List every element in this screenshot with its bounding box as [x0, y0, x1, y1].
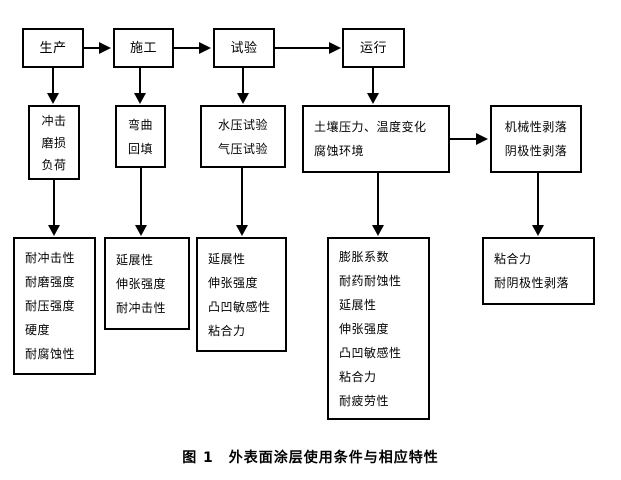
property-box-pressure-properties: 延展性 伸张强度 凸凹敏感性 粘合力 [196, 237, 287, 352]
property-line: 耐磨强度 [25, 275, 76, 289]
condition-line: 磨损 [41, 135, 67, 150]
property-line: 膨胀系数 [339, 249, 390, 264]
arrow-disbondment-down [532, 225, 544, 236]
stage-label: 运行 [359, 40, 387, 56]
condition-line: 冲击 [41, 113, 67, 128]
connector-disbondment-down [537, 173, 539, 227]
connector-impact-down [53, 180, 55, 227]
stage-box-production: 生产 [22, 28, 84, 68]
figure-caption: 图 1 外表面涂层使用条件与相应特性 [182, 450, 439, 466]
condition-line: 腐蚀环境 [314, 144, 365, 158]
arrow-construction-down [134, 93, 146, 104]
connector-pressure-down [241, 168, 243, 227]
condition-line: 气压试验 [217, 141, 268, 156]
arrow-operation-down [367, 93, 379, 104]
condition-box-bending-backfill: 弯曲 回填 [115, 105, 166, 168]
stage-label: 试验 [230, 40, 258, 56]
property-line: 延展性 [339, 297, 377, 312]
arrow-impact-down [48, 225, 60, 236]
connector-construction-to-testing [174, 47, 201, 49]
property-line: 硬度 [25, 323, 51, 337]
connector-testing-down [242, 68, 244, 95]
property-line: 耐冲击性 [25, 251, 76, 265]
stage-box-testing: 试验 [213, 28, 275, 68]
condition-line: 负荷 [41, 157, 67, 172]
connector-soil-down [377, 173, 379, 227]
property-line: 伸张强度 [339, 321, 390, 336]
condition-line: 水压试验 [217, 117, 268, 132]
connector-soil-to-disbondment [450, 138, 478, 140]
connector-production-to-construction [84, 47, 101, 49]
property-line: 耐药耐蚀性 [339, 273, 402, 288]
property-line: 粘合力 [339, 369, 377, 384]
condition-line: 回填 [127, 141, 153, 156]
stage-label: 施工 [129, 40, 157, 56]
arrow-production-to-construction [99, 42, 111, 54]
property-box-environment-properties: 膨胀系数 耐药耐蚀性 延展性 伸张强度 凸凹敏感性 粘合力 耐疲劳性 [327, 237, 430, 420]
condition-box-soil-temp-corrosion: 土壤压力、温度变化 腐蚀环境 [302, 105, 450, 173]
arrow-production-down [47, 93, 59, 104]
property-line: 耐腐蚀性 [25, 347, 76, 361]
property-line: 凸凹敏感性 [339, 345, 402, 360]
property-box-ductility-properties: 延展性 伸张强度 耐冲击性 [104, 237, 190, 330]
stage-label: 生产 [39, 40, 67, 56]
property-box-mechanical-properties: 耐冲击性 耐磨强度 耐压强度 硬度 耐腐蚀性 [13, 237, 96, 375]
stage-box-construction: 施工 [113, 28, 174, 68]
property-line: 粘合力 [494, 252, 532, 266]
connector-construction-down [139, 68, 141, 95]
arrow-testing-down [237, 93, 249, 104]
arrow-testing-to-operation [329, 42, 341, 54]
property-line: 凸凹敏感性 [208, 299, 271, 314]
property-line: 粘合力 [208, 323, 246, 338]
arrow-pressure-down [236, 225, 248, 236]
arrow-construction-to-testing [199, 42, 211, 54]
arrow-soil-to-disbondment [476, 133, 488, 145]
connector-operation-down [372, 68, 374, 95]
property-line: 耐疲劳性 [339, 393, 390, 408]
condition-line: 弯曲 [127, 117, 153, 132]
property-line: 耐冲击性 [116, 300, 167, 315]
connector-production-down [52, 68, 54, 95]
stage-box-operation: 运行 [342, 28, 405, 68]
condition-line: 土壤压力、温度变化 [314, 120, 427, 134]
property-line: 延展性 [116, 252, 154, 267]
property-box-adhesion-properties: 粘合力 耐阴极性剥落 [482, 237, 595, 305]
arrow-bending-down [135, 225, 147, 236]
condition-box-pressure-tests: 水压试验 气压试验 [200, 105, 286, 168]
arrow-soil-down [372, 225, 384, 236]
property-line: 耐阴极性剥落 [494, 276, 570, 290]
connector-testing-to-operation [275, 47, 331, 49]
condition-box-disbondment: 机械性剥落 阴极性剥落 [490, 105, 582, 173]
property-line: 延展性 [208, 251, 246, 266]
condition-line: 机械性剥落 [504, 120, 568, 134]
connector-bending-down [140, 168, 142, 227]
property-line: 耐压强度 [25, 299, 76, 313]
property-line: 伸张强度 [116, 276, 167, 291]
condition-box-impact-wear-load: 冲击 磨损 负荷 [28, 105, 80, 180]
condition-line: 阴极性剥落 [504, 144, 568, 158]
property-line: 伸张强度 [208, 275, 259, 290]
